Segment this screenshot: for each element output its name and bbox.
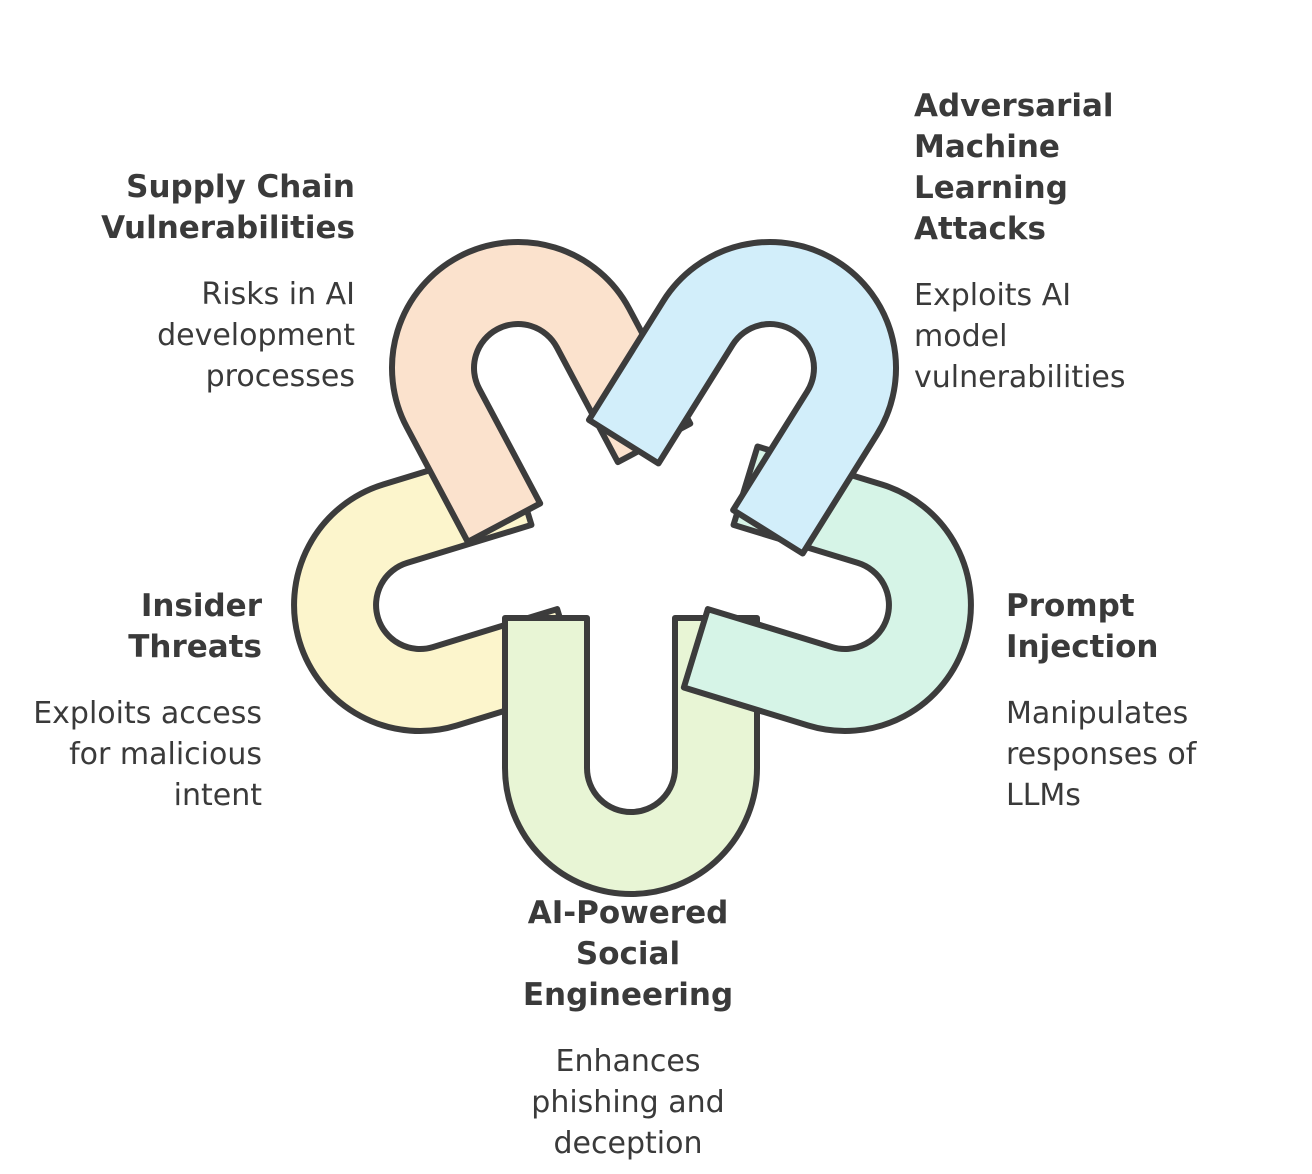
desc-line: development	[157, 318, 355, 353]
loops-group	[291, 239, 974, 897]
desc-line: Exploits access	[33, 696, 262, 731]
title-line: Attacks	[914, 211, 1046, 247]
desc-line: phishing and	[531, 1085, 725, 1120]
node-title: AI-Powered Social Engineering	[523, 893, 733, 1016]
title-line: Vulnerabilities	[101, 210, 355, 246]
desc-line: vulnerabilities	[914, 360, 1126, 395]
title-line: Threats	[128, 629, 262, 665]
desc-line: Risks in AI	[201, 277, 355, 312]
desc-line: for malicious	[69, 737, 262, 772]
node-ai-social-engineering: AI-Powered Social Engineering Enhances p…	[523, 893, 733, 1164]
desc-line: LLMs	[1006, 778, 1081, 813]
node-title: Prompt Injection	[1006, 586, 1196, 668]
title-line: Prompt	[1006, 588, 1135, 624]
node-description: Manipulates responses of LLMs	[1006, 693, 1196, 816]
node-title: Adversarial Machine Learning Attacks	[914, 86, 1126, 250]
desc-line: intent	[173, 778, 262, 813]
title-line: Injection	[1006, 629, 1159, 665]
node-description: Enhances phishing and deception	[523, 1041, 733, 1164]
desc-line: Exploits AI	[914, 278, 1072, 313]
desc-line: model	[914, 319, 1008, 354]
node-description: Risks in AI development processes	[101, 274, 355, 397]
desc-line: deception	[553, 1126, 703, 1161]
title-line: AI-Powered	[527, 895, 729, 931]
node-description: Exploits AI model vulnerabilities	[914, 275, 1126, 398]
desc-line: Manipulates	[1006, 696, 1189, 731]
node-adversarial-ml: Adversarial Machine Learning Attacks Exp…	[914, 86, 1126, 398]
title-line: Engineering	[522, 977, 734, 1013]
title-line: Adversarial	[914, 88, 1114, 124]
title-line: Supply Chain	[126, 169, 355, 205]
title-line: Learning	[914, 170, 1068, 206]
node-title: Insider Threats	[33, 586, 262, 668]
desc-line: Enhances	[555, 1044, 701, 1079]
node-title: Supply Chain Vulnerabilities	[101, 167, 355, 249]
title-line: Machine	[914, 129, 1060, 165]
node-prompt-injection: Prompt Injection Manipulates responses o…	[1006, 586, 1196, 816]
desc-line: processes	[205, 359, 355, 394]
loop-supply	[389, 239, 694, 545]
title-line: Insider	[140, 588, 262, 624]
node-supply-chain: Supply Chain Vulnerabilities Risks in AI…	[101, 167, 355, 397]
desc-line: responses of	[1006, 737, 1197, 772]
node-insider-threats: Insider Threats Exploits access for mali…	[33, 586, 262, 816]
node-description: Exploits access for malicious intent	[33, 693, 262, 816]
loop-adv	[585, 239, 899, 557]
title-line: Social	[575, 936, 681, 972]
